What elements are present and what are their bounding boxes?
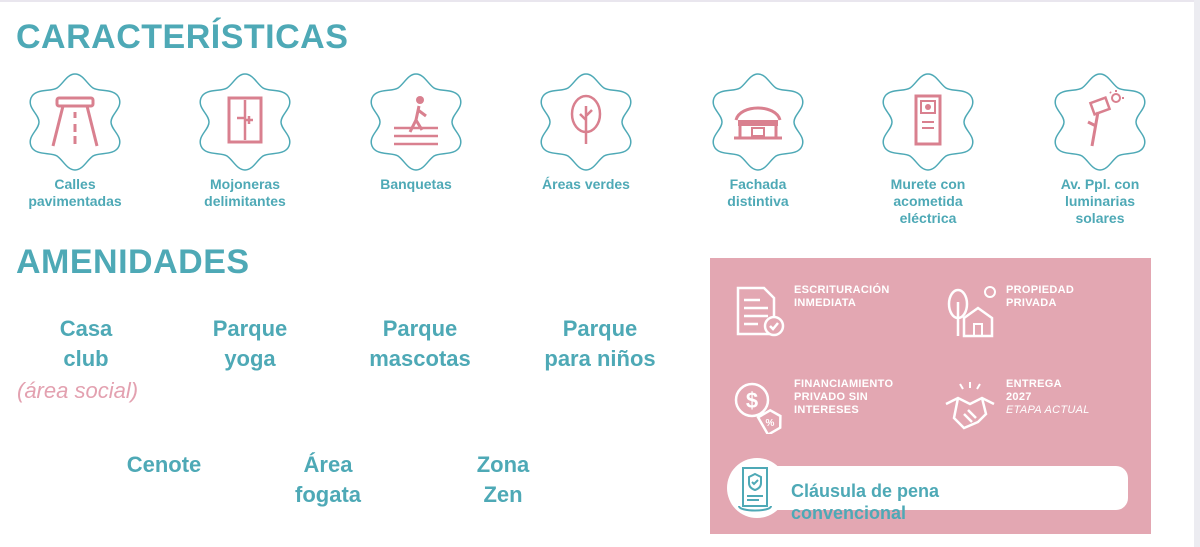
top-divider	[0, 0, 1200, 2]
feature-mojoneras: Mojoneras delimitantes	[160, 70, 330, 210]
clause-banner	[730, 466, 1128, 510]
benefit-financiamiento: $ % FINANCIAMIENTO PRIVADO SIN INTERESES	[730, 378, 893, 434]
amenidades-title: AMENIDADES	[16, 243, 250, 281]
svg-text:$: $	[746, 388, 758, 413]
amenity-cenote: Cenote	[126, 452, 202, 477]
svg-text:%: %	[766, 418, 775, 429]
sidewalk-icon	[364, 70, 468, 174]
scrollbar-track[interactable]	[1194, 0, 1200, 547]
feature-luminarias: Av. Ppl. con luminarias solares	[1015, 70, 1185, 227]
feature-banquetas: Banquetas	[331, 70, 501, 193]
feature-areas-verdes: Áreas verdes	[501, 70, 671, 193]
caracteristicas-title: CARACTERÍSTICAS	[16, 18, 349, 56]
feature-murete: Murete con acometida eléctrica	[843, 70, 1013, 227]
facade-icon	[706, 70, 810, 174]
handshake-icon	[945, 382, 995, 430]
road-icon	[23, 70, 127, 174]
feature-calles: Calles pavimentadas	[0, 70, 160, 210]
tree-icon	[534, 70, 638, 174]
boundary-post-icon	[193, 70, 297, 174]
solar-lamp-icon	[1048, 70, 1152, 174]
amenity-parque-ninos: Parque para niños	[544, 316, 656, 371]
amenity-zona-zen: Zona Zen	[476, 452, 530, 507]
amenity-casa-club: Casa club	[59, 316, 113, 371]
contract-shield-icon	[727, 458, 787, 518]
house-tree-icon	[947, 286, 996, 338]
clause-label: Cláusula de pena convencional	[791, 481, 940, 523]
benefit-entrega: ENTREGA 2027 ETAPA ACTUAL	[942, 378, 1090, 434]
feature-fachada: Fachada distintiva	[673, 70, 843, 210]
casa-club-note: (área social)	[17, 378, 139, 403]
electric-meter-icon	[876, 70, 980, 174]
amenity-parque-yoga: Parque yoga	[212, 316, 288, 371]
benefit-escrituracion: ESCRITURACIÓN INMEDIATA	[730, 284, 890, 340]
amenity-area-fogata: Área fogata	[295, 452, 361, 507]
benefit-propiedad: PROPIEDAD PRIVADA	[942, 284, 1074, 340]
document-check-icon	[736, 286, 785, 337]
dollar-discount-icon: $ %	[734, 382, 782, 434]
amenity-parque-mascotas: Parque mascotas	[369, 316, 471, 371]
